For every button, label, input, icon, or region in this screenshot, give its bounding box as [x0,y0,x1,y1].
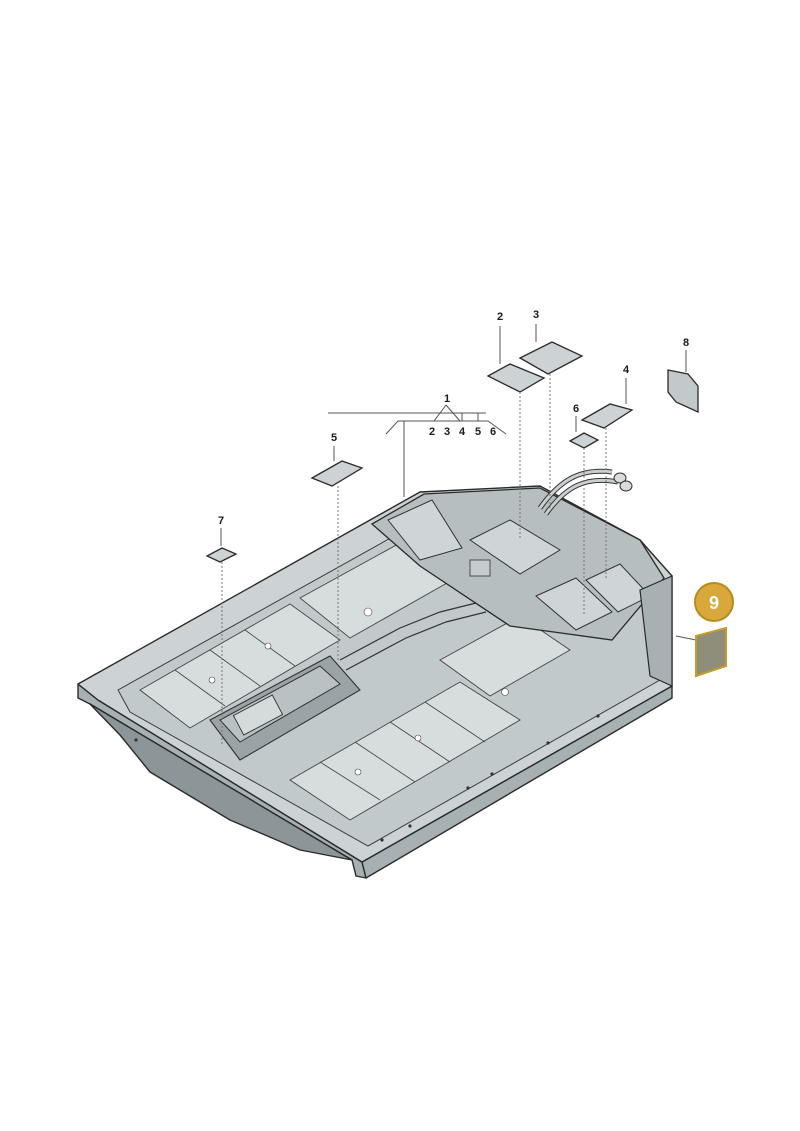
callout-6: 6 [573,403,579,415]
callout-2: 2 [497,311,503,323]
part-7-pad [205,547,238,563]
part-2-pad [486,363,546,393]
part-4-pad [580,403,634,429]
callout-4: 4 [623,364,630,376]
part-5-pad-group [310,446,364,660]
callout-labels: 1 2 3 4 5 6 2 3 4 5 6 7 8 9 [218,309,719,613]
callout-1-sub-3: 3 [444,426,450,438]
callout-1-sub-5: 5 [475,426,481,438]
callout-1-sub-6: 6 [490,426,496,438]
part-5-pad [310,460,364,487]
callout-1: 1 [444,393,450,405]
part-7-pad-group [205,528,238,744]
callout-1-sub-2: 2 [429,426,435,438]
part-6-pad-group [568,416,600,616]
callout-3: 3 [533,309,539,321]
part-9-highlight-badge[interactable] [694,582,734,622]
part-3-pad-group [518,324,584,508]
callout-1-sub-4: 4 [459,426,466,438]
part-3-pad [518,341,584,375]
part-2-pad-group [486,326,546,540]
callout-7: 7 [218,515,224,527]
callout-8: 8 [683,337,689,349]
battery-tray [77,468,673,879]
part-4-pad-group [580,378,634,580]
part-6-pad [568,432,600,449]
part-8-pad-group [667,350,699,414]
callout-9[interactable]: 9 [709,593,719,613]
callout-1-bracket [328,404,507,497]
callout-5: 5 [331,432,337,444]
part-9-group[interactable] [675,582,734,678]
part-8-pad [667,369,699,414]
part-9-pad[interactable] [695,626,727,678]
